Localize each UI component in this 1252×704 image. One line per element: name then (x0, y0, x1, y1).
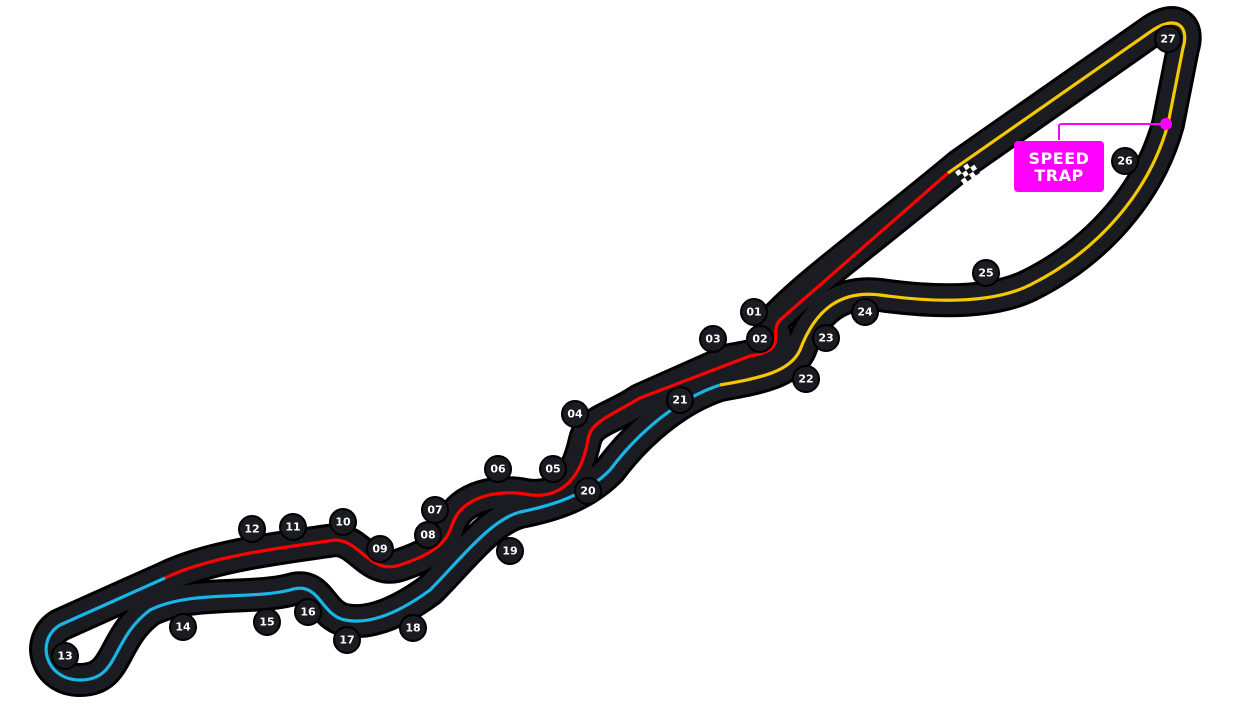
turn-marker: 24 (851, 298, 879, 326)
turn-badge (1111, 147, 1139, 175)
turn-number: 27 (1160, 33, 1175, 46)
turn-badge (253, 608, 281, 636)
turn-marker: 23 (812, 324, 840, 352)
turn-marker: 15 (253, 608, 281, 636)
turn-badge (851, 298, 879, 326)
turn-number: 14 (175, 621, 191, 634)
turn-badge (792, 365, 820, 393)
turn-badge (169, 613, 197, 641)
turn-marker: 01 (740, 298, 768, 326)
sector-1-line (164, 171, 950, 580)
turn-badge (279, 513, 307, 541)
turn-number: 21 (672, 394, 687, 407)
turn-number: 06 (490, 463, 506, 476)
turn-badge (812, 324, 840, 352)
turn-badge (574, 477, 602, 505)
turn-number: 25 (978, 267, 993, 280)
turn-number: 09 (372, 543, 387, 556)
turn-badge (329, 508, 357, 536)
turn-marker: 03 (699, 325, 727, 353)
turn-marker: 04 (561, 400, 589, 428)
turn-marker: 16 (294, 598, 322, 626)
turn-number: 17 (339, 634, 354, 647)
turn-marker: 20 (574, 477, 602, 505)
turn-number: 20 (580, 485, 596, 498)
turn-badge (238, 515, 266, 543)
turn-badge (539, 455, 567, 483)
turn-badge (666, 386, 694, 414)
turn-number: 18 (405, 622, 420, 635)
turn-marker: 11 (279, 513, 307, 541)
turn-badge (484, 455, 512, 483)
turn-marker: 27 (1154, 25, 1182, 53)
turn-number: 04 (567, 408, 583, 421)
turn-marker: 14 (169, 613, 197, 641)
checkered-flag-icon (955, 160, 980, 185)
turn-marker: 17 (333, 626, 361, 654)
turn-badge (746, 325, 774, 353)
turn-number: 05 (545, 463, 560, 476)
speed-trap-line2: TRAP (1034, 165, 1084, 185)
turn-marker: 22 (792, 365, 820, 393)
turn-number: 26 (1117, 155, 1133, 168)
turn-marker: 12 (238, 515, 266, 543)
track (29, 6, 1202, 697)
turn-number: 03 (705, 333, 720, 346)
turn-marker: 21 (666, 386, 694, 414)
turn-number: 02 (752, 333, 767, 346)
turn-marker: 26 (1111, 147, 1139, 175)
turn-marker: 25 (972, 259, 1000, 287)
speed-trap-label: SPEED TRAP (1014, 141, 1104, 192)
turn-number: 07 (427, 504, 442, 517)
turn-badge (51, 642, 79, 670)
turn-number: 15 (259, 616, 274, 629)
turn-badge (333, 626, 361, 654)
turn-number: 19 (502, 545, 517, 558)
turn-badge (699, 325, 727, 353)
turn-badge (740, 298, 768, 326)
turn-badge (294, 598, 322, 626)
turn-badge (366, 535, 394, 563)
turn-marker: 02 (746, 325, 774, 353)
turn-number: 24 (857, 306, 873, 319)
speed-trap-line1: SPEED (1028, 148, 1090, 168)
turn-number: 12 (244, 523, 259, 536)
turn-badge (496, 537, 524, 565)
turn-badge (399, 614, 427, 642)
turn-badge (1154, 25, 1182, 53)
turn-marker: 06 (484, 455, 512, 483)
turn-number: 16 (300, 606, 316, 619)
turn-marker: 10 (329, 508, 357, 536)
turn-number: 23 (818, 332, 833, 345)
turn-marker: 08 (414, 521, 442, 549)
turn-markers: 01 02 03 04 05 06 07 08 09 10 11 12 13 14 15 16 17 18 19 20… (51, 25, 1182, 670)
turn-marker: 09 (366, 535, 394, 563)
turn-marker: 07 (421, 496, 449, 524)
turn-marker: 13 (51, 642, 79, 670)
turn-number: 08 (420, 529, 435, 542)
turn-marker: 18 (399, 614, 427, 642)
turn-number: 13 (57, 650, 72, 663)
speed-trap-dot-icon (1160, 118, 1172, 130)
turn-badge (561, 400, 589, 428)
speed-trap-marker (1058, 118, 1172, 140)
turn-marker: 19 (496, 537, 524, 565)
turn-number: 10 (335, 516, 351, 529)
turn-marker: 05 (539, 455, 567, 483)
turn-number: 22 (798, 373, 813, 386)
turn-number: 11 (285, 521, 300, 534)
turn-badge (972, 259, 1000, 287)
turn-number: 01 (746, 306, 761, 319)
sector-3-line (719, 21, 1187, 387)
turn-badge (414, 521, 442, 549)
